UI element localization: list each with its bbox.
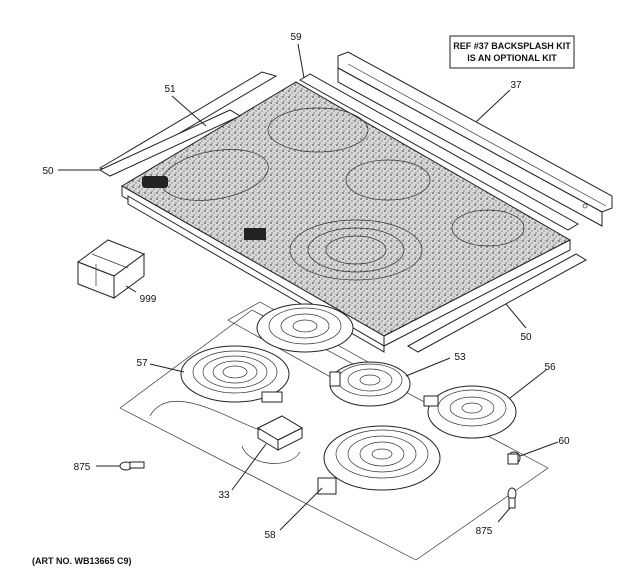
leader-lines	[58, 43, 559, 531]
part-50-trim-left	[98, 109, 242, 177]
callout-875-right: 875	[476, 526, 493, 537]
callout-labels: 59 37 51 50 999 50 57 53 56 60 875 33 58…	[42, 32, 570, 541]
backsplash-note: REF #37 BACKSPLASH KIT IS AN OPTIONAL KI…	[449, 35, 575, 69]
note-line-2: IS AN OPTIONAL KIT	[467, 53, 557, 63]
callout-53: 53	[454, 352, 466, 363]
part-999-box	[76, 239, 146, 299]
callout-37: 37	[510, 80, 522, 91]
callout-33: 33	[218, 490, 230, 501]
callout-999: 999	[140, 294, 157, 305]
callout-58: 58	[264, 530, 276, 541]
callout-51: 51	[164, 84, 176, 95]
logo-badge-icon	[142, 176, 168, 188]
part-56-burner	[423, 385, 517, 439]
callout-59: 59	[290, 32, 302, 43]
callout-50-right: 50	[520, 332, 532, 343]
part-58-burner	[317, 425, 441, 495]
callout-875-left: 875	[74, 462, 91, 473]
control-panel-icon	[244, 228, 266, 240]
part-57-burner	[180, 303, 354, 403]
part-53-burner	[329, 361, 411, 407]
part-60-clip	[507, 451, 521, 465]
note-line-1: REF #37 BACKSPLASH KIT	[453, 41, 571, 51]
part-875-screw-right	[507, 487, 517, 509]
part-50-trim-right	[406, 253, 588, 353]
part-875-screw-left	[119, 461, 145, 471]
callout-57: 57	[136, 358, 148, 369]
art-number: (ART NO. WB13665 C9)	[32, 556, 132, 566]
callout-60: 60	[558, 436, 570, 447]
part-33-switch	[149, 400, 304, 464]
part-59-trim	[299, 73, 579, 231]
callout-56: 56	[544, 362, 556, 373]
callout-50-left: 50	[42, 166, 54, 177]
part-37-backsplash	[337, 51, 613, 227]
